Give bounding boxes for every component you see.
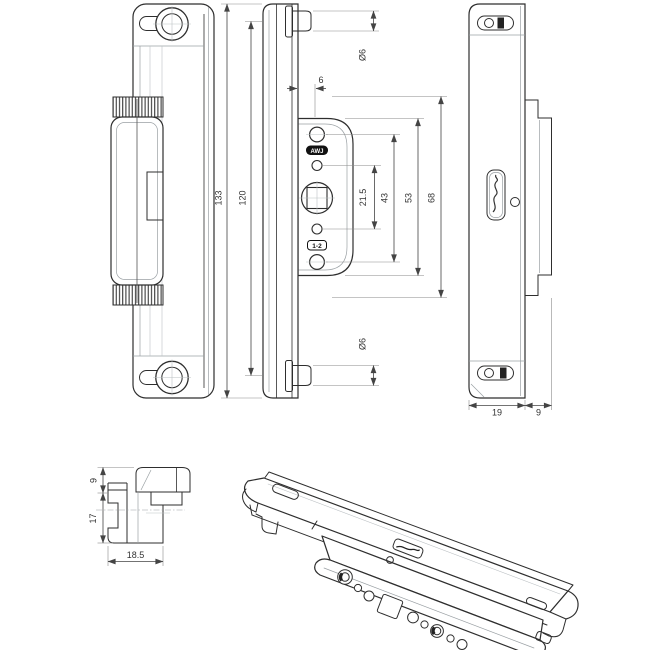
rivet-hole-iso <box>386 556 394 564</box>
front-view <box>110 3 215 399</box>
flange <box>525 99 552 296</box>
dim-9-right: 9 <box>536 408 541 418</box>
rib-band-top <box>112 96 164 118</box>
brand-logo-script <box>492 174 499 213</box>
spindle-hole-iso <box>376 593 404 620</box>
isometric-view <box>242 471 579 650</box>
dim-43: 43 <box>380 193 390 203</box>
range-badge-label: 1-2 <box>312 243 322 250</box>
awj-badge-label: AWJ <box>310 149 323 155</box>
profile-neck <box>150 492 183 506</box>
dim-17: 17 <box>88 513 98 523</box>
back-plate <box>468 3 526 399</box>
dim-68: 68 <box>427 193 437 203</box>
dim-53: 53 <box>404 193 414 203</box>
mushroom-pin-top <box>285 5 312 38</box>
end-slot-right <box>525 596 548 611</box>
housing-holes <box>337 569 468 650</box>
rib-band-bottom <box>112 284 164 306</box>
mounting-slot-bottom <box>477 365 514 381</box>
dim-133: 133 <box>214 190 224 205</box>
left-bracket <box>255 513 279 535</box>
end-slot-left <box>272 483 299 500</box>
dimensions-middle: 133 120 6 Ø6 Ø6 21.5 43 53 68 <box>214 3 447 399</box>
dim-18-5: 18.5 <box>127 550 145 560</box>
dim-6: 6 <box>318 75 323 85</box>
range-badge <box>307 240 327 251</box>
rail-top-face <box>244 477 569 613</box>
dim-dia6-top: Ø6 <box>358 49 368 61</box>
side-section-view: AWJ 1-2 <box>262 3 354 399</box>
awj-badge <box>306 145 328 155</box>
dim-19: 19 <box>492 408 502 418</box>
right-end-cap <box>549 590 579 620</box>
faceplate <box>262 3 299 399</box>
mushroom-pin-bottom <box>285 360 312 392</box>
back-view: 19 9 <box>468 3 552 418</box>
housing-slot <box>146 171 164 221</box>
end-foot <box>535 630 552 645</box>
mounting-slot-top <box>477 15 514 31</box>
profile-section-view: 9 17 18.5 <box>88 467 191 566</box>
profile-body <box>107 482 164 544</box>
housing-front-plate <box>314 558 546 650</box>
dim-21-5: 21.5 <box>358 189 368 207</box>
gear-hole-upper <box>311 159 323 172</box>
dim-120: 120 <box>238 190 248 205</box>
gear-hole-lower <box>311 223 323 235</box>
profile-cap <box>135 467 191 493</box>
dim-dia6-bottom: Ø6 <box>358 338 368 350</box>
brand-logo-iso <box>392 538 424 559</box>
dim-9-profile: 9 <box>89 478 99 483</box>
rivet-hole <box>510 197 520 207</box>
brand-logo-badge <box>486 169 506 221</box>
